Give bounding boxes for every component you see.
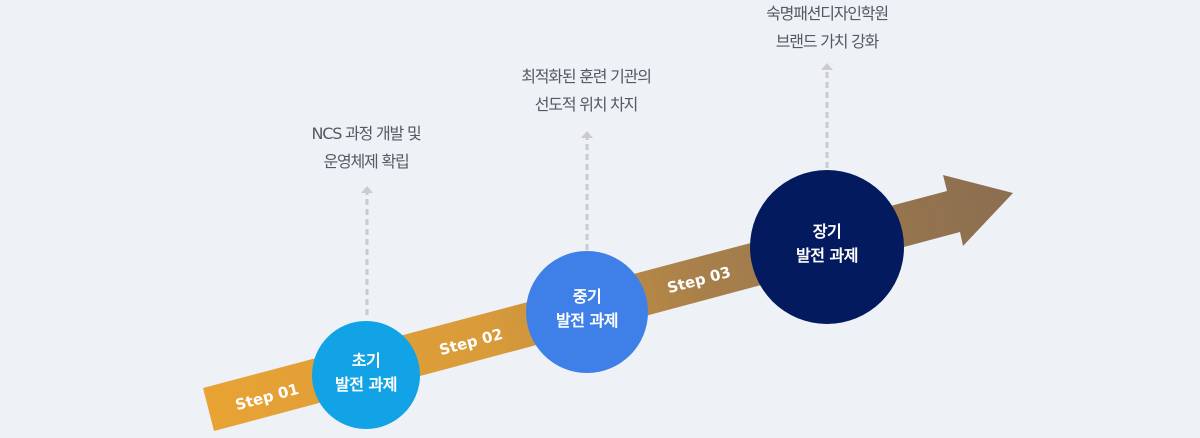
circle-label-2: 중기 발전 과제 xyxy=(527,285,647,333)
goal-text-3: 숙명패션디자인학원 브랜드 가치 강화 xyxy=(697,0,957,56)
connector-1 xyxy=(361,186,373,315)
connector-2 xyxy=(581,131,593,250)
goal-line1: 숙명패션디자인학원 xyxy=(766,4,889,23)
circle-label-line1: 장기 xyxy=(812,222,842,241)
stage-circle-mid-term xyxy=(526,251,648,373)
goal-line2: 선도적 위치 차지 xyxy=(534,95,639,114)
circle-label-3: 장기 발전 과제 xyxy=(767,220,887,268)
circle-label-line2: 발전 과제 xyxy=(796,246,858,265)
circle-label-line1: 중기 xyxy=(572,287,602,306)
goal-line2: 운영체제 확립 xyxy=(323,152,409,171)
goal-line1: 최적화된 훈련 기관의 xyxy=(521,67,652,86)
stage-circle-short-term xyxy=(312,321,420,429)
goal-line2: 브랜드 가치 강화 xyxy=(775,32,880,51)
goal-text-1: NCS 과정 개발 및 운영체제 확립 xyxy=(236,120,496,176)
circle-label-line2: 발전 과제 xyxy=(556,311,618,330)
arrow-up-icon xyxy=(821,63,833,70)
circle-label-1: 초기 발전 과제 xyxy=(306,349,426,397)
stage-circle-long-term xyxy=(750,170,904,324)
circle-label-line2: 발전 과제 xyxy=(335,375,397,394)
circle-label-line1: 초기 xyxy=(351,351,381,370)
goal-text-2: 최적화된 훈련 기관의 선도적 위치 차지 xyxy=(456,63,716,119)
arrow-up-icon xyxy=(581,131,593,138)
goal-line1: NCS 과정 개발 및 xyxy=(311,124,422,143)
arrow-up-icon xyxy=(361,186,373,193)
connector-3 xyxy=(821,63,833,168)
